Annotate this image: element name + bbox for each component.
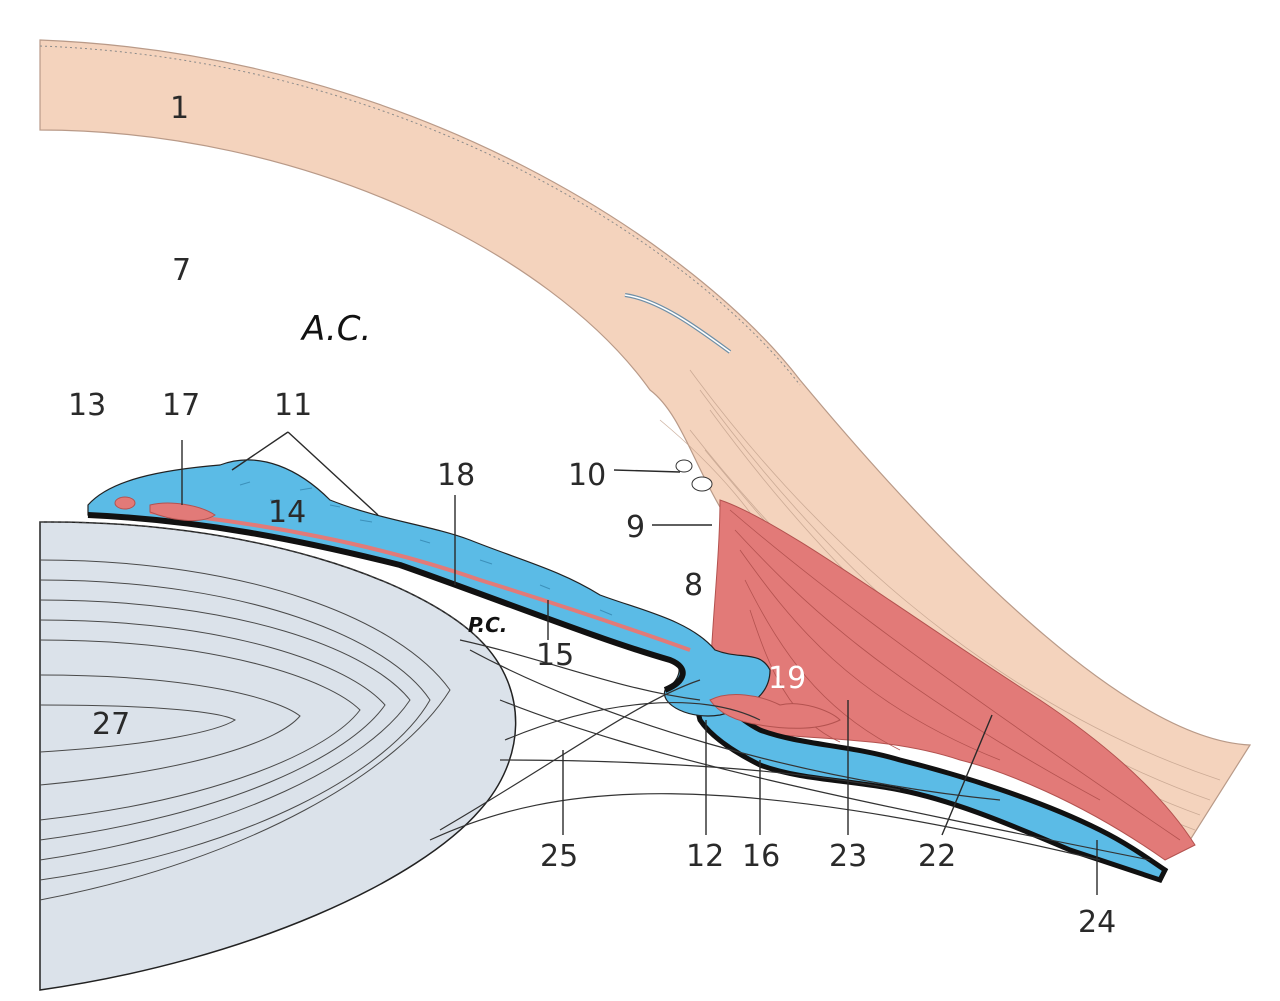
anterior-chamber-annotation: A.C. <box>300 309 371 349</box>
label-1: 1 <box>170 91 189 126</box>
handwritten-annotations: A.C. P.C. <box>300 309 507 637</box>
iris <box>87 459 841 729</box>
lens <box>39 521 517 991</box>
label-24: 24 <box>1078 905 1116 940</box>
label-14: 14 <box>268 495 306 530</box>
ciliary-muscle <box>709 499 1196 861</box>
label-27: 27 <box>92 707 130 742</box>
leader-lines <box>181 431 1098 895</box>
number-labels: 1 7 13 17 11 18 14 10 9 8 15 19 27 25 12… <box>68 91 1116 940</box>
label-22: 22 <box>918 839 956 874</box>
label-12: 12 <box>686 839 724 874</box>
label-7: 7 <box>172 253 191 288</box>
label-18: 18 <box>437 458 475 493</box>
label-13: 13 <box>68 388 106 423</box>
label-11: 11 <box>274 388 312 423</box>
label-23: 23 <box>829 839 867 874</box>
label-16: 16 <box>742 839 780 874</box>
label-25: 25 <box>540 839 578 874</box>
ciliary-processes <box>686 674 1169 884</box>
label-17: 17 <box>162 388 200 423</box>
zonule-fibers <box>429 639 1151 861</box>
label-8: 8 <box>684 568 703 603</box>
posterior-chamber-annotation: P.C. <box>468 613 507 637</box>
label-19: 19 <box>768 661 806 696</box>
label-15: 15 <box>536 638 574 673</box>
label-9: 9 <box>626 510 645 545</box>
label-10: 10 <box>568 458 606 493</box>
